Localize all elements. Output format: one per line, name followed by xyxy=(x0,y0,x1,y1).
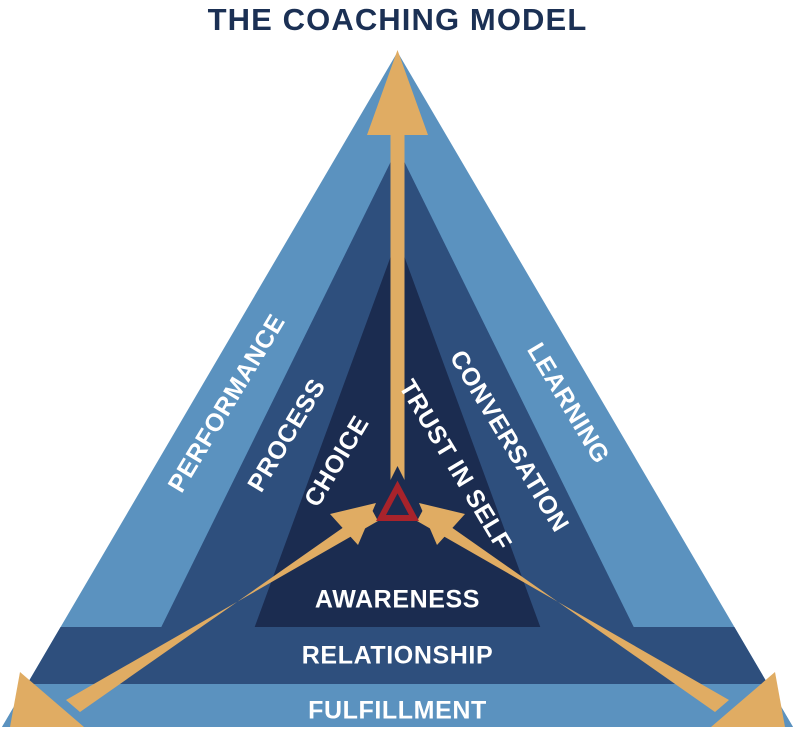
page-title: THE COACHING MODEL xyxy=(207,2,588,37)
band-label-awareness: AWARENESS xyxy=(315,586,480,614)
arrow-down-right xyxy=(417,503,785,727)
arrow-down-left xyxy=(10,503,378,727)
band-fulfillment-shape xyxy=(2,684,793,727)
band-label-fulfillment: FULFILLMENT xyxy=(308,697,487,725)
band-label-relationship: RELATIONSHIP xyxy=(302,642,493,670)
band-relationship-shape xyxy=(2,627,793,684)
delta-triangle-icon xyxy=(376,480,419,521)
arrow-up xyxy=(367,50,428,480)
